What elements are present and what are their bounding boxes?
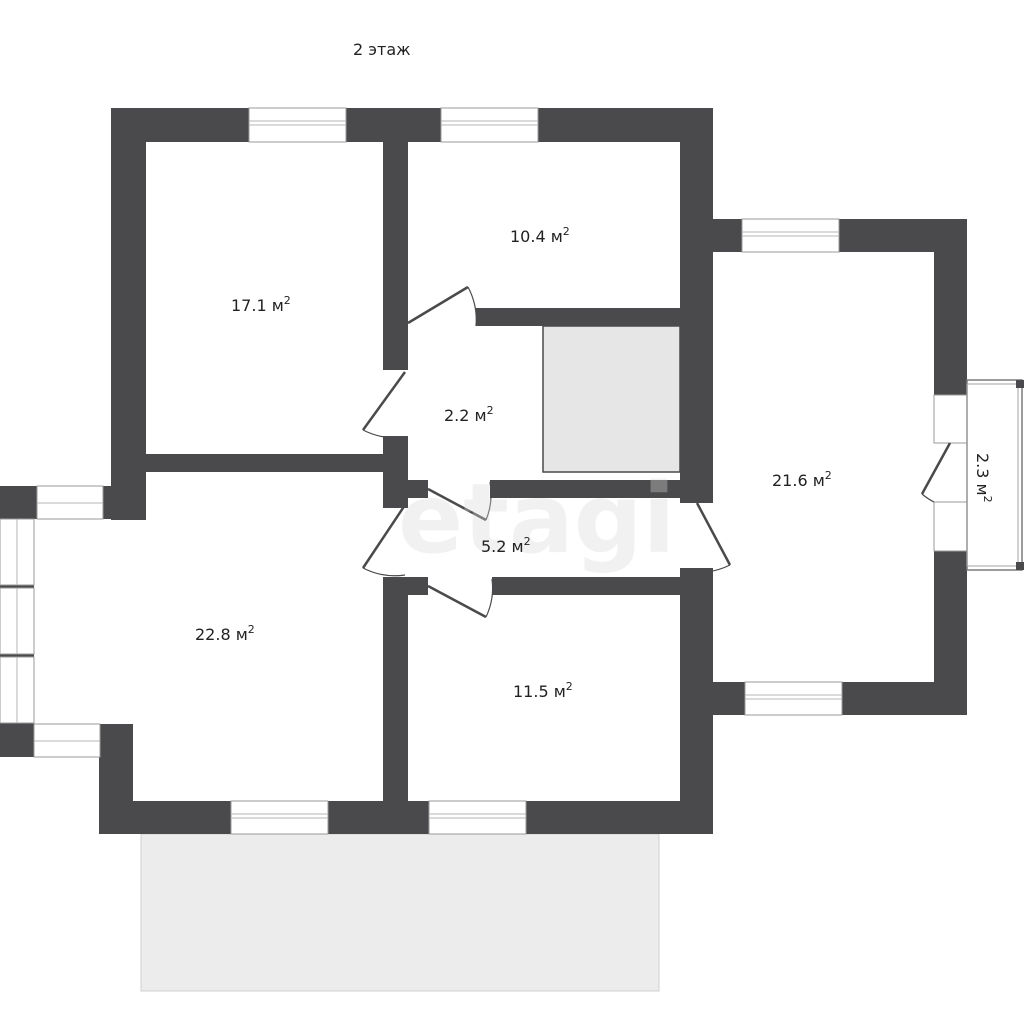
balcony (966, 379, 1024, 571)
room-area-label: 2.3 м2 (973, 453, 994, 503)
room-area-label: 10.4 м2 (510, 225, 570, 246)
room-area-label: 11.5 м2 (513, 680, 573, 701)
floor-title: 2 этаж (353, 40, 411, 59)
closet (542, 325, 681, 473)
doors (361, 285, 952, 619)
terrace (140, 833, 660, 992)
room-area-label: 5.2 м2 (481, 535, 531, 556)
room-area-label: 2.2 м2 (444, 404, 494, 425)
room-area-label: 22.8 м2 (195, 623, 255, 644)
watermark: etagi (398, 463, 675, 575)
room-area-label: 17.1 м2 (231, 294, 291, 315)
room-area-label: 21.6 м2 (772, 469, 832, 490)
windows (0, 107, 968, 835)
